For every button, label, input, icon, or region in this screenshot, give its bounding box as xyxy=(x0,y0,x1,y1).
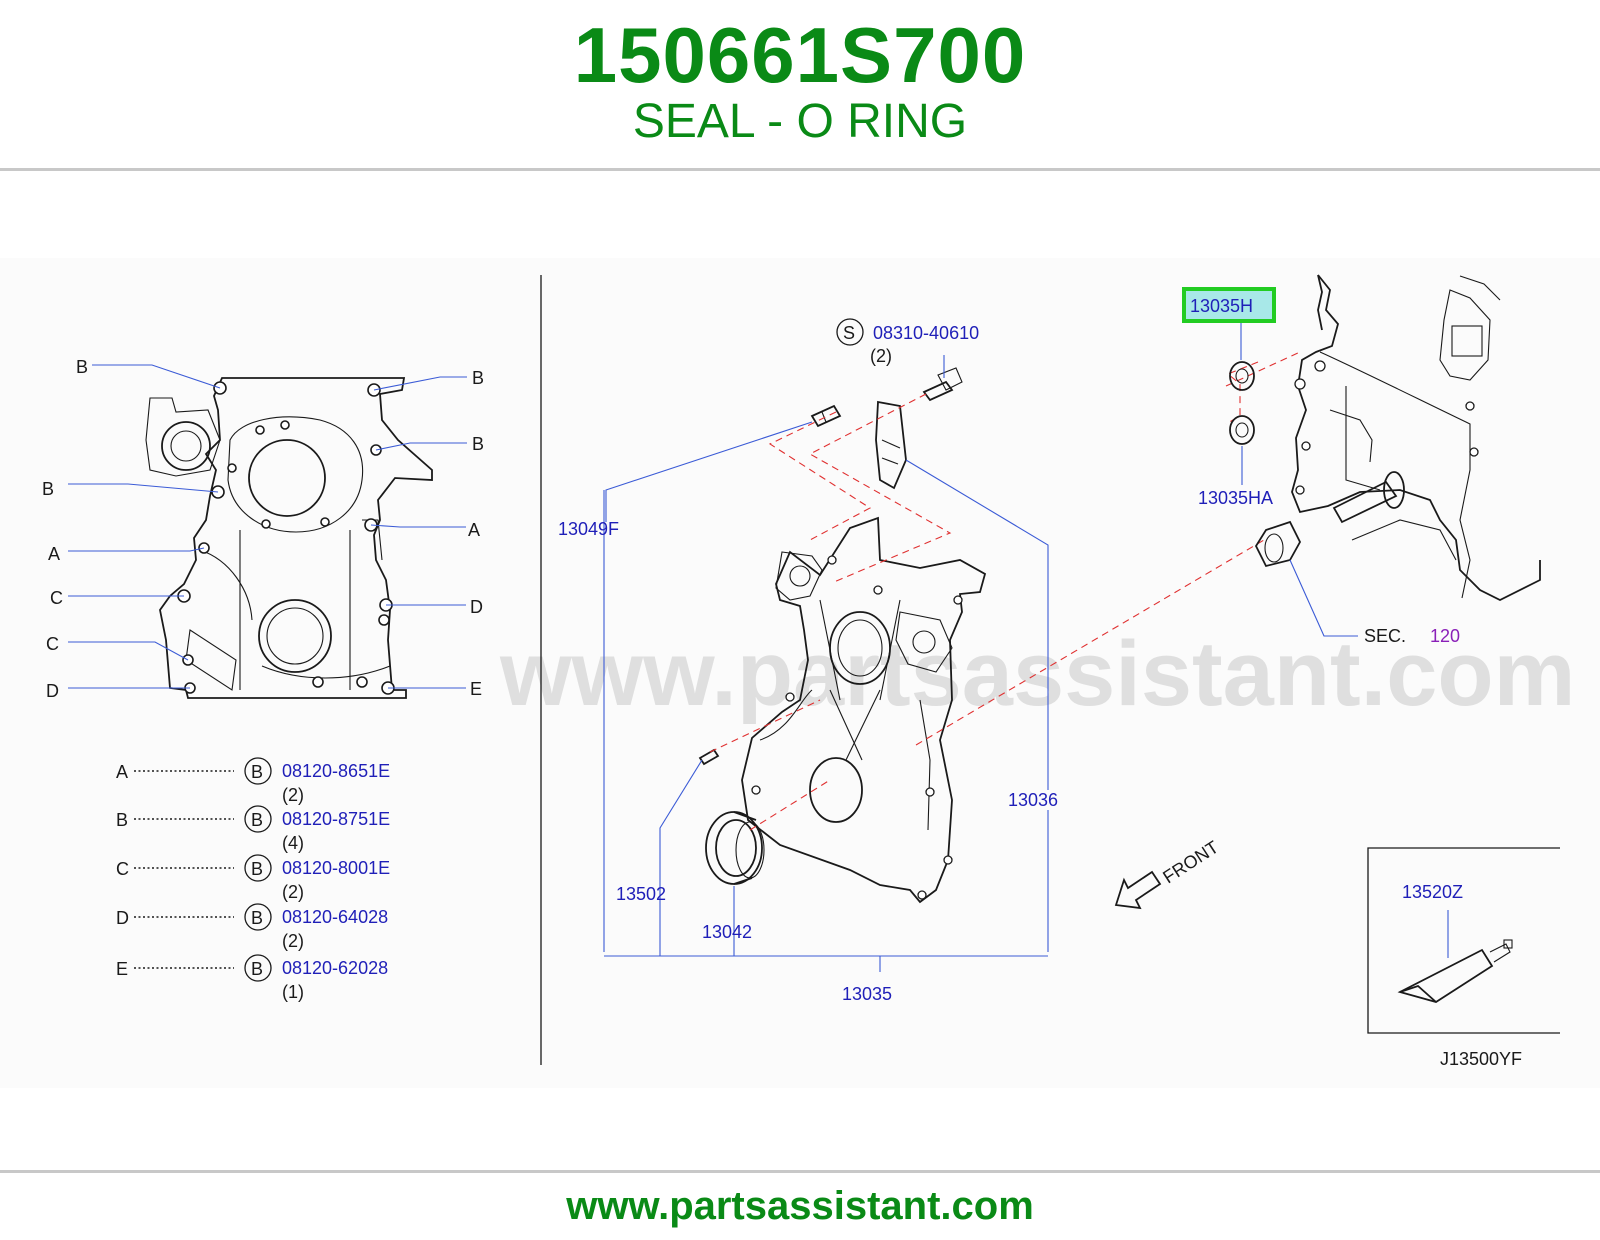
legend-qty: (2) xyxy=(282,931,304,951)
center-leader-lines xyxy=(603,355,1049,972)
part-number-title: 150661S700 xyxy=(573,11,1027,99)
screw-qty: (2) xyxy=(870,346,892,366)
center-cover-drawing xyxy=(698,367,987,904)
letter-label-c1: C xyxy=(50,588,63,608)
legend-qty: (4) xyxy=(282,833,304,853)
legend-part-link[interactable]: 08120-62028 xyxy=(282,958,388,978)
letter-label-d1: D xyxy=(470,597,483,617)
legend-qty: (2) xyxy=(282,882,304,902)
letter-label-b4: B xyxy=(42,479,54,499)
bolt-legend-row-c: C B 08120-8001E (2) xyxy=(116,854,390,902)
bolt-legend-row-a: A B 08120-8651E (2) xyxy=(116,757,390,805)
bolt-symbol: B xyxy=(251,859,263,879)
screw-callout: S 08310-40610 (2) xyxy=(836,318,979,366)
right-block-drawing xyxy=(1229,274,1541,602)
letter-label-c2: C xyxy=(46,634,59,654)
part-13502-link[interactable]: 13502 xyxy=(616,884,666,904)
diagram-background xyxy=(0,258,1600,1088)
letter-label-b3: B xyxy=(472,434,484,454)
part-13035h-link[interactable]: 13035H xyxy=(1190,296,1253,316)
highlight-box xyxy=(1182,287,1276,323)
legend-part-link[interactable]: 08120-8001E xyxy=(282,858,390,878)
bolt-symbol: B xyxy=(251,908,263,928)
part-name-subtitle: SEAL - O RING xyxy=(632,95,968,148)
letter-label-e1: E xyxy=(470,679,482,699)
part-13042-link[interactable]: 13042 xyxy=(702,922,752,942)
bolt-legend-row-d: D B 08120-64028 (2) xyxy=(116,903,388,951)
footer-divider xyxy=(0,1170,1600,1173)
front-arrow-icon xyxy=(1114,870,1162,910)
sec-number-link[interactable]: 120 xyxy=(1430,626,1460,646)
legend-letter: D xyxy=(116,908,129,928)
right-leader-lines xyxy=(1240,322,1358,637)
bolt-symbol: B xyxy=(251,762,263,782)
bolt-symbol: B xyxy=(251,810,263,830)
part-13049f-link[interactable]: 13049F xyxy=(558,519,619,539)
bolt-legend-row-b: B B 08120-8751E (4) xyxy=(116,805,390,853)
page-header: 150661S700 SEAL - O RING xyxy=(0,0,1600,168)
diagram-code: J13500YF xyxy=(1440,1049,1522,1069)
letter-label-a1: A xyxy=(48,544,60,564)
letter-label-a2: A xyxy=(468,520,480,540)
part-13520z-link[interactable]: 13520Z xyxy=(1402,882,1463,902)
screw-symbol: S xyxy=(843,323,855,343)
bolt-symbol: B xyxy=(251,959,263,979)
watermark-text: www.partsassistant.com xyxy=(499,623,1575,725)
letter-label-b2: B xyxy=(472,368,484,388)
screw-part-link[interactable]: 08310-40610 xyxy=(873,323,979,343)
legend-part-link[interactable]: 08120-8651E xyxy=(282,761,390,781)
bolt-symbol-circle xyxy=(244,854,272,882)
bolt-symbol-circle xyxy=(244,757,272,785)
part-13035-link[interactable]: 13035 xyxy=(842,984,892,1004)
site-url-link[interactable]: www.partsassistant.com xyxy=(566,1184,1034,1228)
letter-label-b1: B xyxy=(76,357,88,377)
legend-letter: A xyxy=(116,762,128,782)
bolt-legend-row-e: E B 08120-62028 (1) xyxy=(116,954,388,1002)
bolt-symbol-circle xyxy=(244,954,272,982)
part-13035h-highlight[interactable]: 13035H xyxy=(1182,287,1276,323)
sec-label: SEC. xyxy=(1364,626,1406,646)
inset-13520z xyxy=(1367,847,1560,1034)
part-13035ha-link[interactable]: 13035HA xyxy=(1198,488,1273,508)
legend-qty: (1) xyxy=(282,982,304,1002)
bolt-symbol-circle xyxy=(244,903,272,931)
part-13036-link[interactable]: 13036 xyxy=(1008,790,1058,810)
legend-part-link[interactable]: 08120-8751E xyxy=(282,809,390,829)
bolt-legend: A B 08120-8651E (2) B B 08120-8751E (4) … xyxy=(116,757,390,1002)
legend-letter: B xyxy=(116,810,128,830)
legend-letter: E xyxy=(116,959,128,979)
header-divider xyxy=(0,168,1600,171)
bolt-symbol-circle xyxy=(244,805,272,833)
legend-part-link[interactable]: 08120-64028 xyxy=(282,907,388,927)
legend-qty: (2) xyxy=(282,785,304,805)
screw-symbol-circle xyxy=(836,318,864,346)
parts-diagram: www.partsassistant.com xyxy=(0,258,1600,1088)
site-footer: www.partsassistant.com xyxy=(0,1182,1600,1230)
left-leader-lines xyxy=(68,364,467,689)
letter-label-d2: D xyxy=(46,681,59,701)
legend-letter: C xyxy=(116,859,129,879)
